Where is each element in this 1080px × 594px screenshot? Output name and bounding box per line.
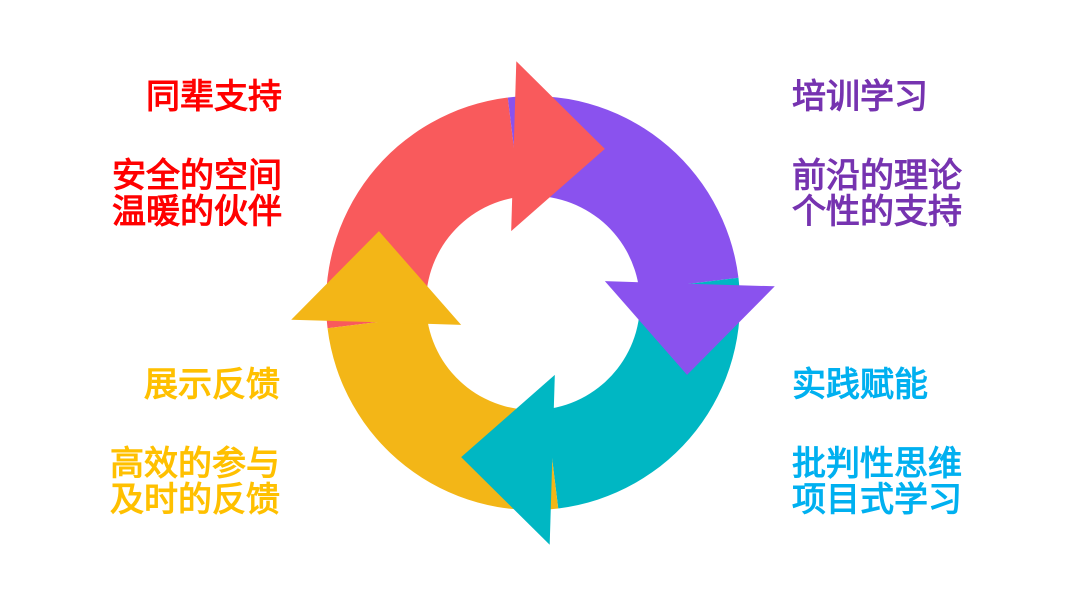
- label-block-training-learning: 培训学习 前沿的理论 个性的支持: [792, 76, 962, 230]
- label-line-critical-thinking: 批判性思维: [792, 445, 962, 483]
- label-block-presentation-feedback: 展示反馈 高效的参与 及时的反馈: [110, 364, 280, 518]
- label-heading-practice-empowerment: 实践赋能: [792, 366, 928, 404]
- arm-practice-empowerment-arrowhead: [461, 374, 555, 545]
- arm-presentation-feedback-arrowhead: [291, 231, 462, 325]
- label-heading-peer-support: 同辈支持: [146, 78, 282, 116]
- label-block-peer-support: 同辈支持 安全的空间 温暖的伙伴: [112, 76, 282, 230]
- label-line-frontier-theory: 前沿的理论: [792, 157, 962, 195]
- label-line-project-learning: 项目式学习: [792, 481, 962, 519]
- arm-peer-support-arrowhead: [511, 61, 605, 232]
- label-line-timely-feedback: 及时的反馈: [110, 481, 280, 519]
- label-line-safe-space: 安全的空间: [112, 157, 282, 195]
- arm-training-learning-arrowhead: [604, 281, 775, 375]
- label-line-personal-support: 个性的支持: [792, 193, 962, 231]
- label-heading-training-learning: 培训学习: [792, 78, 928, 116]
- label-block-practice-empowerment: 实践赋能 批判性思维 项目式学习: [792, 364, 962, 518]
- label-line-efficient-participation: 高效的参与: [110, 445, 280, 483]
- label-line-warm-partners: 温暖的伙伴: [112, 193, 282, 231]
- label-heading-presentation-feedback: 展示反馈: [144, 366, 280, 404]
